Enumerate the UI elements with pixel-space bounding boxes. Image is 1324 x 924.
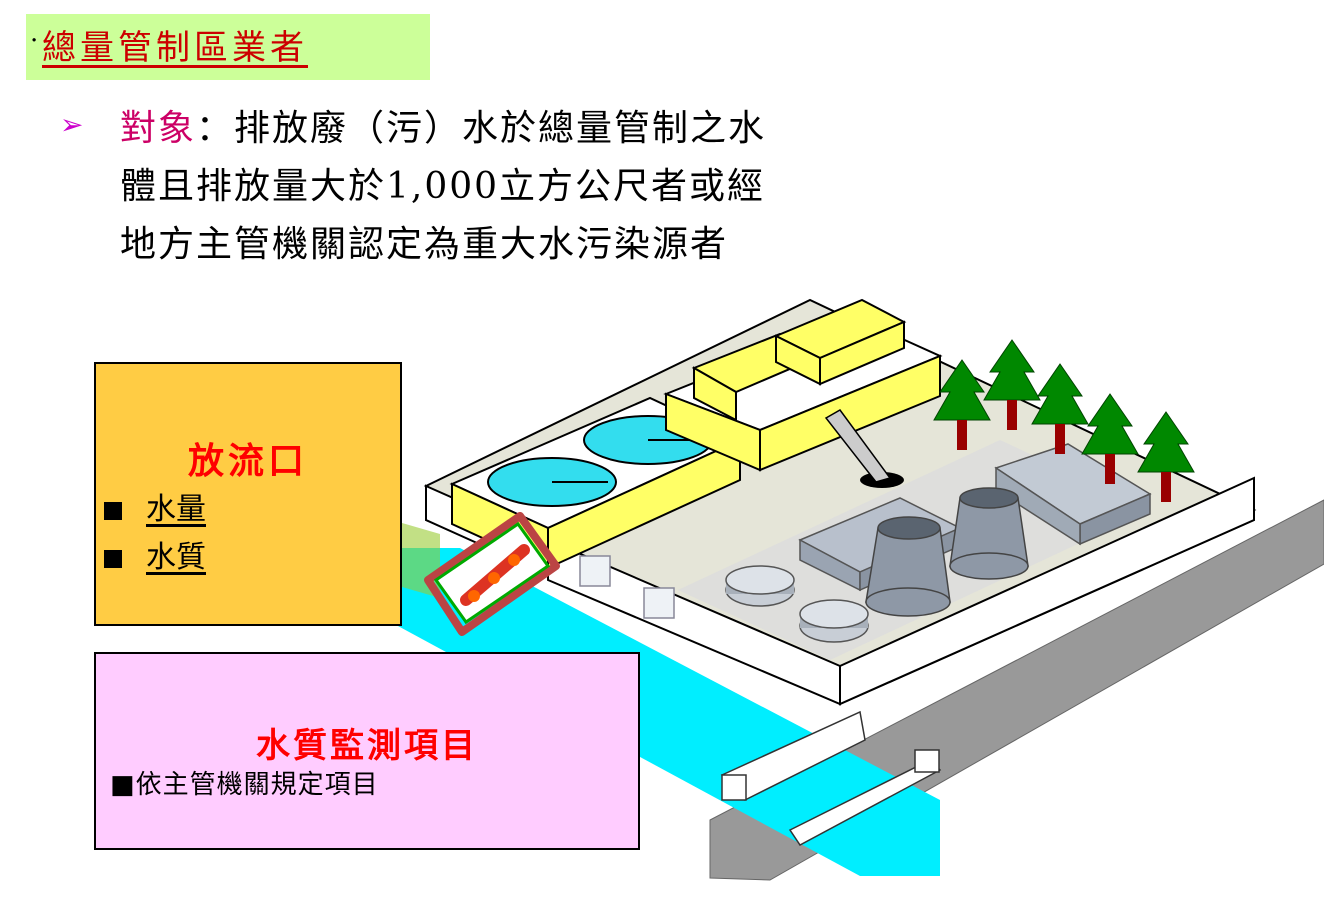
- page-title: 總量管制區業者: [42, 28, 308, 68]
- office-building: [663, 298, 943, 472]
- monitoring-title: 水質監測項目: [256, 726, 478, 766]
- outlet-item-volume: 水量: [104, 484, 206, 528]
- triangle-arrow-icon: ➢: [60, 108, 84, 141]
- trees: [933, 339, 1195, 502]
- target-text: 排放廢（污）水於總量管制之水體且排放量大於1,000立方公尺者或經地方主管機關認…: [120, 108, 767, 265]
- outlet-item-label: 水量: [146, 492, 206, 527]
- monitoring-item: ■依主管機關規定項目: [110, 770, 379, 800]
- target-description: 對象：排放廢（污）水於總量管制之水體且排放量大於1,000立方公尺者或經地方主管…: [120, 100, 800, 274]
- outlet-panel: 放流口 水量 水質: [94, 362, 402, 626]
- fence-gate: [579, 555, 675, 619]
- title-banner: [26, 14, 430, 80]
- outlet-title: 放流口: [187, 440, 308, 482]
- square-bullet-icon: [104, 550, 122, 568]
- square-bullet-icon: [104, 502, 122, 520]
- outlet-pipe: [424, 512, 560, 636]
- treatment-plant: [678, 440, 1152, 660]
- river: [398, 548, 940, 876]
- target-label: 對象: [120, 108, 197, 149]
- bridge: [720, 710, 942, 846]
- factory-platform: [423, 298, 1257, 706]
- title-bullet: ·: [30, 26, 39, 56]
- target-colon: ：: [196, 108, 235, 149]
- outlet-item-label: 水質: [146, 540, 206, 575]
- outlet-item-quality: 水質: [104, 532, 206, 576]
- drain-pipe: [824, 409, 904, 488]
- monitoring-panel: 水質監測項目 ■依主管機關規定項目: [94, 652, 640, 850]
